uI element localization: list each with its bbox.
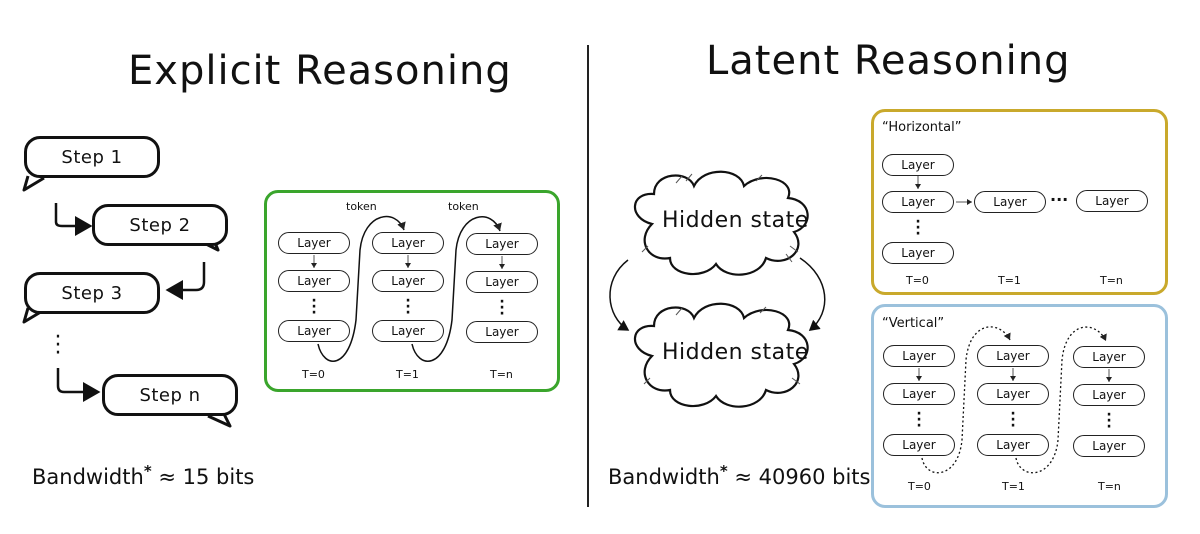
layer-node: Layer bbox=[466, 321, 538, 343]
layer-dots: ··· bbox=[499, 294, 505, 322]
hidden-state-cloud bbox=[633, 302, 809, 408]
bandwidth-value: ≈ 40960 bits bbox=[734, 465, 871, 489]
layer-node: Layer bbox=[1073, 435, 1145, 457]
horizontal-panel bbox=[871, 109, 1168, 295]
layer-node: Layer bbox=[278, 320, 350, 342]
section-divider bbox=[587, 45, 589, 507]
layer-node: Layer bbox=[882, 191, 954, 213]
token-label: token bbox=[346, 200, 377, 213]
layer-node: Layer bbox=[977, 383, 1049, 405]
layer-node: Layer bbox=[1073, 346, 1145, 368]
vertical-panel bbox=[871, 304, 1168, 508]
latent-title: Latent Reasoning bbox=[706, 38, 1071, 84]
time-label: T=1 bbox=[1002, 480, 1025, 493]
vertical-loop bbox=[921, 326, 1011, 474]
layer-dots: ··· bbox=[916, 406, 922, 434]
time-label: T=n bbox=[1100, 274, 1123, 287]
bandwidth-label: Bandwidth bbox=[608, 465, 720, 489]
vertical-loop bbox=[1015, 326, 1107, 474]
layer-node: Layer bbox=[278, 232, 350, 254]
layer-node: Layer bbox=[974, 191, 1046, 213]
step-arrow bbox=[56, 368, 101, 402]
time-label: T=n bbox=[1098, 480, 1121, 493]
time-label: T=1 bbox=[998, 274, 1021, 287]
time-label: T=0 bbox=[906, 274, 929, 287]
layer-node: Layer bbox=[466, 233, 538, 255]
token-loop bbox=[317, 215, 406, 362]
layer-node: Layer bbox=[466, 271, 538, 293]
hidden-state-label: Hidden state bbox=[662, 208, 809, 233]
layer-node: Layer bbox=[372, 232, 444, 254]
step-bubble-3: Step 3 bbox=[24, 272, 160, 314]
time-label: T=0 bbox=[302, 368, 325, 381]
layer-node: Layer bbox=[1076, 190, 1148, 212]
cycle-arrow bbox=[609, 259, 630, 331]
layer-node: Layer bbox=[882, 154, 954, 176]
layer-node: Layer bbox=[883, 345, 955, 367]
layer-node: Layer bbox=[882, 242, 954, 264]
token-loop bbox=[411, 216, 502, 362]
explicit-title: Explicit Reasoning bbox=[128, 48, 512, 94]
time-label: T=0 bbox=[908, 480, 931, 493]
layer-node: Layer bbox=[883, 383, 955, 405]
ellipsis-dots: ··· bbox=[54, 325, 62, 366]
step-bubble-n: Step n bbox=[102, 374, 238, 416]
layer-node: Layer bbox=[977, 434, 1049, 456]
step-arrow bbox=[54, 203, 93, 236]
layer-node: Layer bbox=[977, 345, 1049, 367]
layer-node: Layer bbox=[372, 320, 444, 342]
time-label: T=n bbox=[490, 368, 513, 381]
horizontal-title: “Horizontal” bbox=[882, 120, 962, 135]
explicit-bandwidth: Bandwidth* ≈ 15 bits bbox=[32, 462, 254, 489]
hidden-state-cloud bbox=[633, 170, 809, 276]
hidden-state-label: Hidden state bbox=[662, 340, 809, 365]
vertical-title: “Vertical” bbox=[882, 316, 945, 331]
cycle-arrow bbox=[799, 257, 826, 331]
bubble-tail bbox=[22, 175, 45, 192]
layer-dots: ··· bbox=[1010, 406, 1016, 434]
step-arrow bbox=[165, 262, 206, 300]
step-bubble-2: Step 2 bbox=[92, 204, 228, 246]
layer-dots: ··· bbox=[1106, 407, 1112, 435]
asterisk: * bbox=[719, 462, 728, 480]
layer-node: Layer bbox=[883, 434, 955, 456]
layer-dots: ··· bbox=[915, 214, 921, 242]
bandwidth-value: ≈ 15 bits bbox=[158, 465, 255, 489]
token-label: token bbox=[448, 200, 479, 213]
horizontal-ellipsis: ··· bbox=[1050, 190, 1069, 209]
layer-node: Layer bbox=[372, 270, 444, 292]
layer-node: Layer bbox=[1073, 384, 1145, 406]
time-label: T=1 bbox=[396, 368, 419, 381]
explicit-panel bbox=[264, 190, 560, 392]
layer-node: Layer bbox=[278, 270, 350, 292]
bandwidth-label: Bandwidth bbox=[32, 465, 144, 489]
asterisk: * bbox=[143, 462, 152, 480]
step-bubble-1: Step 1 bbox=[24, 136, 160, 178]
layer-dots: ··· bbox=[405, 293, 411, 321]
latent-bandwidth: Bandwidth* ≈ 40960 bits bbox=[608, 462, 870, 489]
layer-dots: ··· bbox=[311, 293, 317, 321]
